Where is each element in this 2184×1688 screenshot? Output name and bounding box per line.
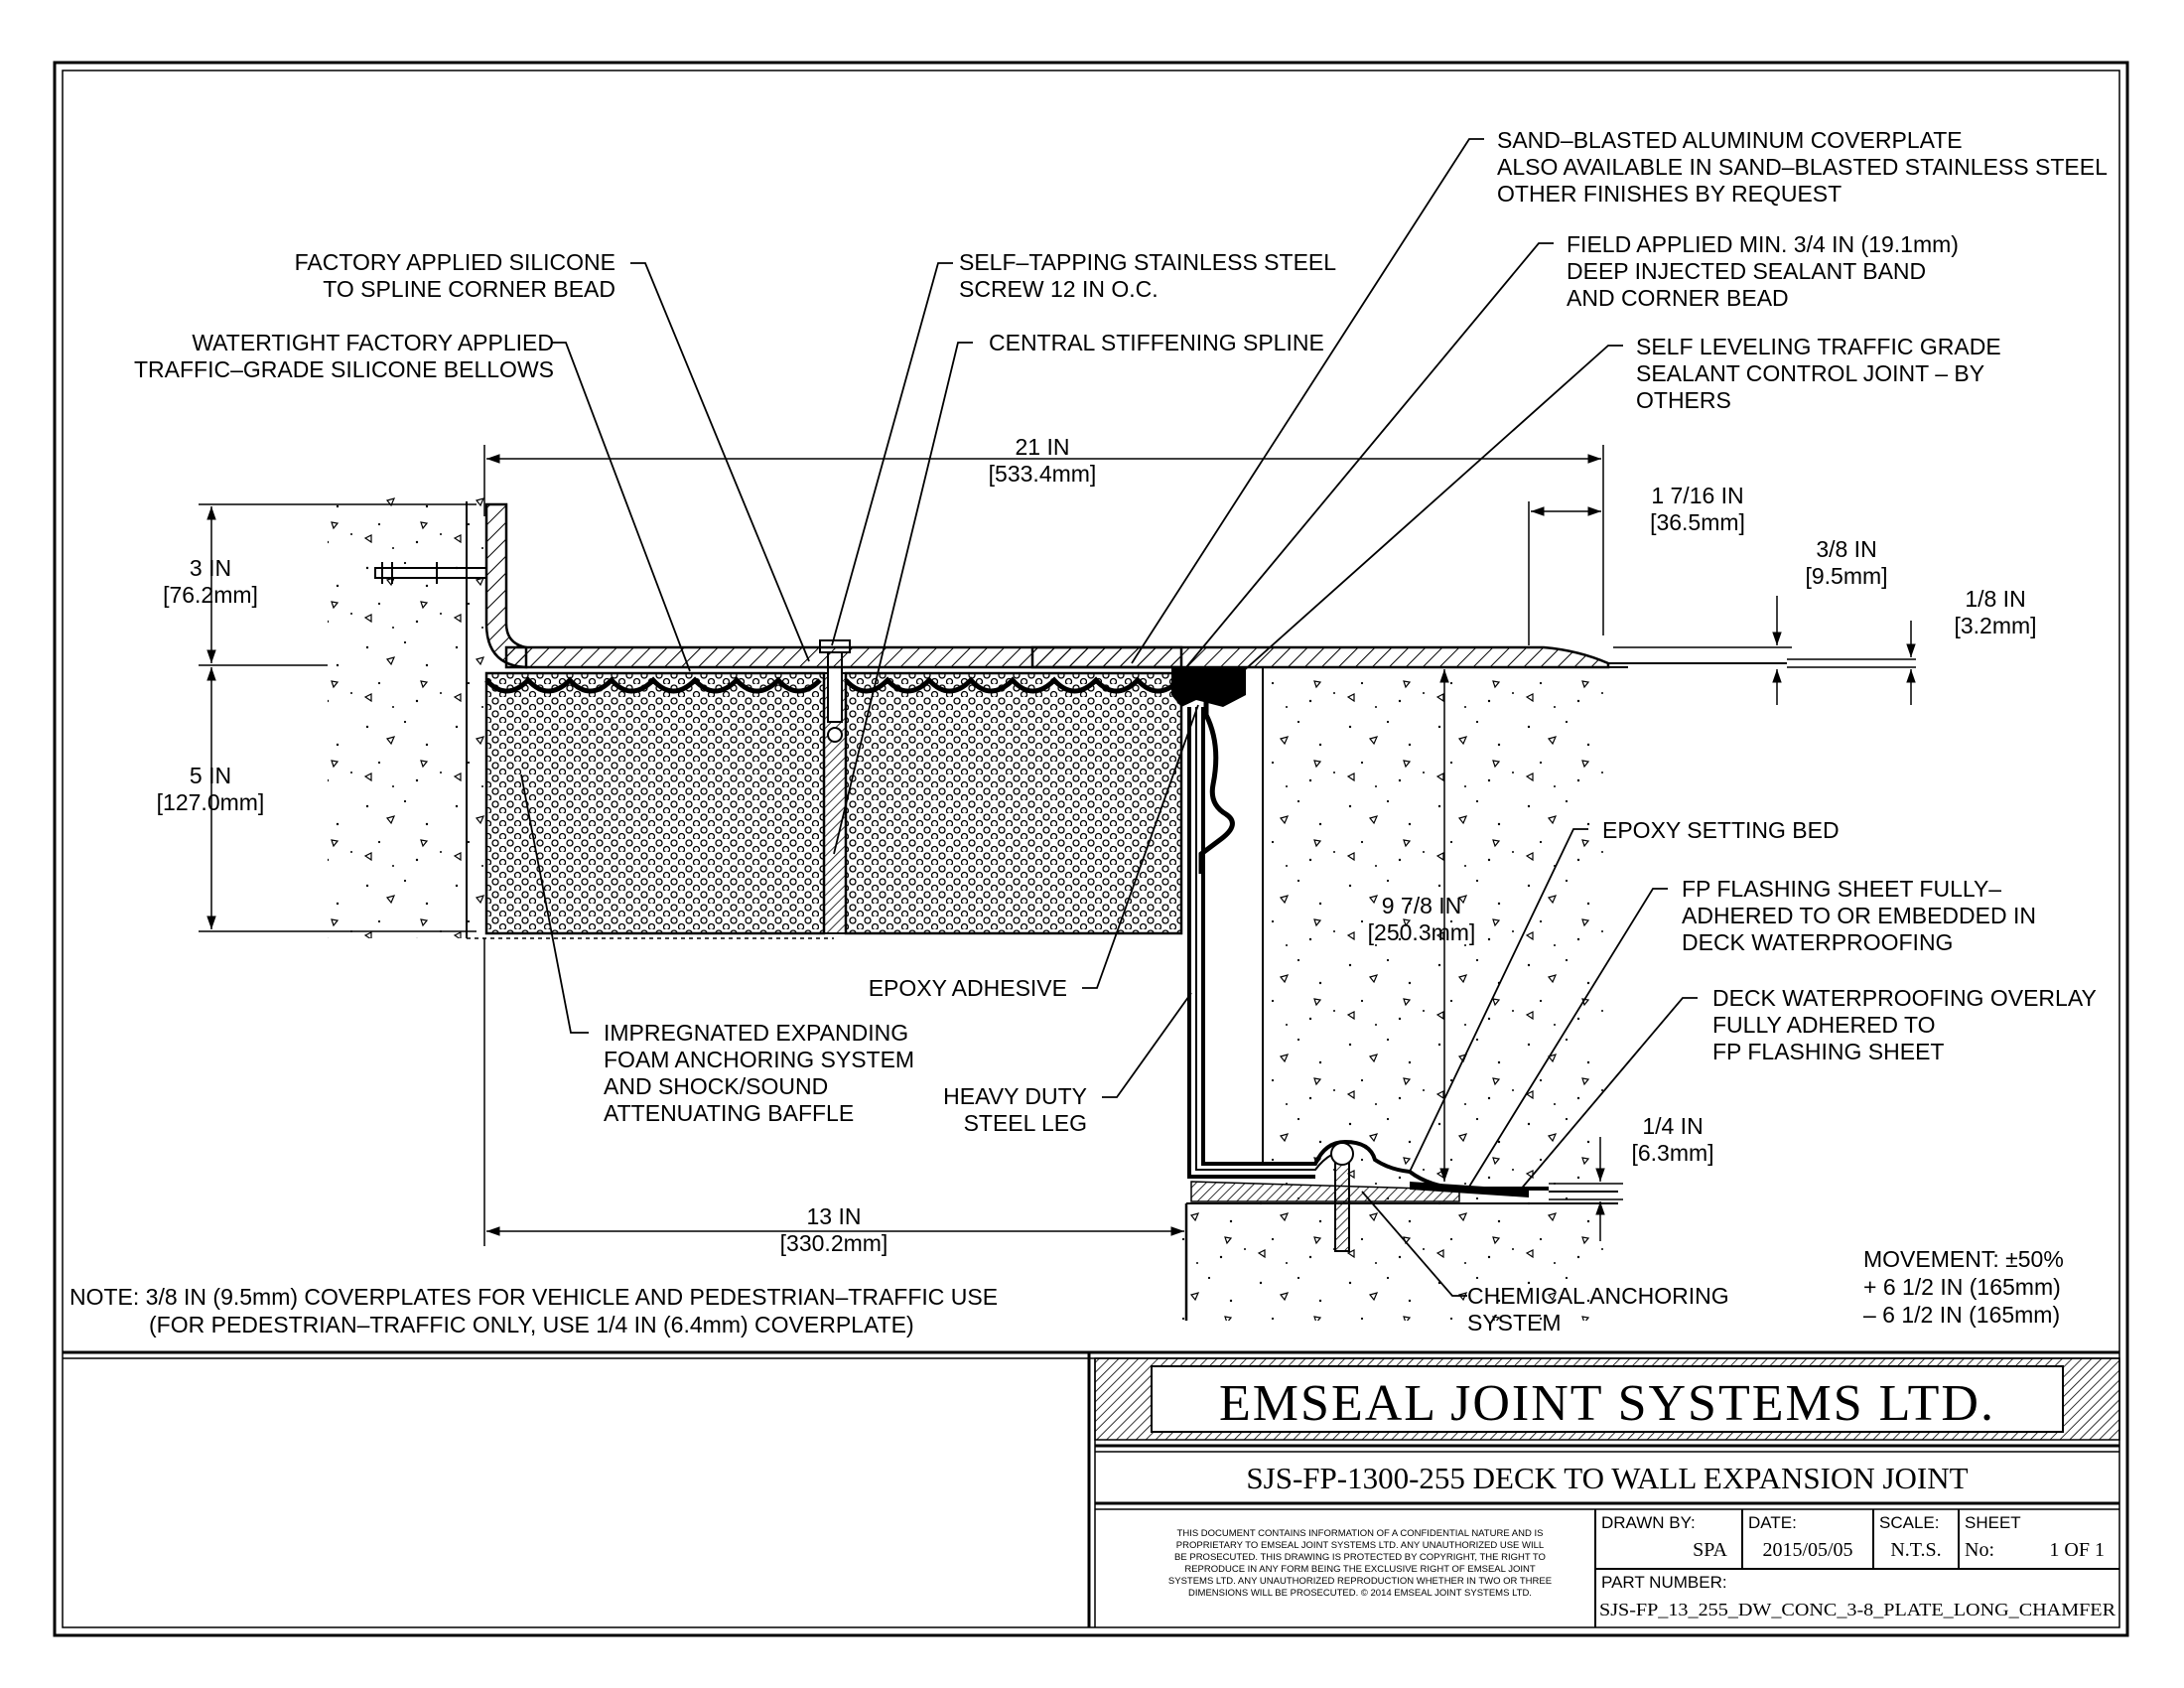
part-number-label: PART NUMBER: [1601, 1573, 1727, 1592]
dim-5-in: 5 IN [190, 763, 231, 788]
date-value: 2015/05/05 [1762, 1539, 1852, 1561]
callout-factory-silicone-2: TO SPLINE CORNER BEAD [323, 276, 615, 302]
svg-text:THIS DOCUMENT CONTAINS INFORMA: THIS DOCUMENT CONTAINS INFORMATION OF A … [1177, 1528, 1544, 1539]
sheet-label: SHEET [1965, 1513, 2021, 1532]
callout-overlay-1: DECK WATERPROOFING OVERLAY [1712, 985, 2097, 1011]
callout-chemical-1: CHEMICAL ANCHORING [1467, 1283, 1729, 1309]
section-detail [328, 492, 1787, 1321]
part-number-value: SJS-FP_13_255_DW_CONC_3-8_PLATE_LONG_CHA… [1599, 1600, 2116, 1619]
callout-sealant-1: FIELD APPLIED MIN. 3/4 IN (19.1mm) [1567, 231, 1959, 257]
anchor-bolt-icon [374, 562, 487, 584]
dim-3-in: 3 IN [190, 555, 231, 581]
heavy-duty-steel-leg [1187, 707, 1315, 1179]
chemical-anchor-icon [1330, 1142, 1354, 1252]
dim-9-7-8-in: 9 7/8 IN [1382, 893, 1462, 918]
date-label: DATE: [1748, 1513, 1797, 1532]
right-wall-concrete [1269, 667, 1608, 1199]
callout-overlay-3: FP FLASHING SHEET [1712, 1039, 1944, 1064]
notes: NOTE: 3/8 IN (9.5mm) COVERPLATES FOR VEH… [69, 1246, 2064, 1337]
callout-labels: SAND–BLASTED ALUMINUM COVERPLATE ALSO AV… [134, 127, 2108, 1336]
coverplate-extension [1030, 645, 1610, 669]
callout-screw-1: SELF–TAPPING STAINLESS STEEL [959, 249, 1336, 275]
callout-foam-3: AND SHOCK/SOUND [604, 1073, 828, 1099]
svg-text:PROPRIETARY TO EMSEAL JOINT SY: PROPRIETARY TO EMSEAL JOINT SYSTEMS LTD.… [1176, 1540, 1544, 1551]
dim-9-7-8-mm: [250.3mm] [1368, 919, 1476, 945]
callout-sealant-3: AND CORNER BEAD [1567, 285, 1789, 311]
callout-factory-silicone-1: FACTORY APPLIED SILICONE [295, 249, 615, 275]
steel-leg-bracket [1198, 685, 1235, 874]
callout-steel-leg-2: STEEL LEG [964, 1110, 1087, 1136]
leader-lines [520, 138, 1698, 1297]
callout-screw-2: SCREW 12 IN O.C. [959, 276, 1159, 302]
foam-block-left [484, 671, 826, 935]
flashing-termination [1410, 1182, 1529, 1197]
svg-text:REPRODUCE IN ANY FORM BEING TH: REPRODUCE IN ANY FORM BEING THE EXCLUSIV… [1184, 1564, 1536, 1575]
callout-self-leveling-2: SEALANT CONTROL JOINT – BY [1636, 360, 1984, 386]
dimension-lines [199, 445, 1916, 1246]
callout-foam-4: ATTENUATING BAFFLE [604, 1100, 854, 1126]
callout-sealant-2: DEEP INJECTED SEALANT BAND [1567, 258, 1926, 284]
dimension-labels: 21 IN [533.4mm] 3 IN [76.2mm] 5 IN [127.… [157, 434, 2037, 1256]
callout-bellows-1: WATERTIGHT FACTORY APPLIED [192, 330, 554, 355]
dim-13-in: 13 IN [807, 1203, 862, 1229]
note-line-2: (FOR PEDESTRIAN–TRAFFIC ONLY, USE 1/4 IN… [149, 1312, 914, 1337]
movement-minus: – 6 1/2 IN (165mm) [1863, 1302, 2060, 1328]
dim-1-8-in: 1/8 IN [1965, 586, 2025, 612]
svg-text:DIMENSIONS WILL BE PROSECUTED.: DIMENSIONS WILL BE PROSECUTED. © 2014 EM… [1188, 1588, 1532, 1599]
callout-chemical-2: SYSTEM [1467, 1310, 1562, 1336]
drawn-by-label: DRAWN BY: [1601, 1513, 1696, 1532]
svg-text:SYSTEMS LTD. ANY UNAUTHORIZED: SYSTEMS LTD. ANY UNAUTHORIZED REPRODUCTI… [1168, 1576, 1552, 1587]
callout-coverplate-1: SAND–BLASTED ALUMINUM COVERPLATE [1497, 127, 1963, 153]
scale-label: SCALE: [1879, 1513, 1939, 1532]
company-name: EMSEAL JOINT SYSTEMS LTD. [1219, 1375, 1995, 1432]
dim-1-8-mm: [3.2mm] [1954, 613, 2036, 638]
dim-21-mm: [533.4mm] [989, 461, 1097, 487]
dim-1-4-mm: [6.3mm] [1631, 1140, 1713, 1166]
legal-notice: THIS DOCUMENT CONTAINS INFORMATION OF A … [1168, 1528, 1552, 1599]
callout-flashing-3: DECK WATERPROOFING [1682, 929, 1953, 955]
movement-title: MOVEMENT: ±50% [1863, 1246, 2064, 1272]
coverplate-vertical-flange [484, 502, 528, 669]
callout-bellows-2: TRAFFIC–GRADE SILICONE BELLOWS [134, 356, 554, 382]
callout-spline: CENTRAL STIFFENING SPLINE [989, 330, 1324, 355]
dim-3-8-mm: [9.5mm] [1805, 563, 1887, 589]
dim-1-7-16-mm: [36.5mm] [1650, 509, 1745, 535]
note-line-1: NOTE: 3/8 IN (9.5mm) COVERPLATES FOR VEH… [69, 1284, 998, 1310]
sheet-border [53, 61, 2129, 1637]
silicone-bellows-right [844, 676, 1181, 694]
callout-epoxy-adhesive: EPOXY ADHESIVE [869, 975, 1067, 1001]
base-concrete [1181, 1201, 1608, 1321]
sheet-no-label: No: [1965, 1539, 1994, 1561]
silicone-bellows-left [484, 676, 822, 694]
dim-1-4-in: 1/4 IN [1642, 1113, 1703, 1139]
callout-overlay-2: FULLY ADHERED TO [1712, 1012, 1936, 1038]
callout-foam-2: FOAM ANCHORING SYSTEM [604, 1047, 914, 1072]
sheet-value: 1 OF 1 [2049, 1539, 2105, 1561]
callout-coverplate-3: OTHER FINISHES BY REQUEST [1497, 181, 1842, 207]
drawn-by-value: SPA [1693, 1539, 1727, 1561]
callout-epoxy-bed: EPOXY SETTING BED [1602, 817, 1840, 843]
dim-3-8-in: 3/8 IN [1816, 536, 1876, 562]
svg-text:BE PROSECUTED. THIS DRAWING IS: BE PROSECUTED. THIS DRAWING IS PROTECTED… [1174, 1552, 1546, 1563]
dim-13-mm: [330.2mm] [780, 1230, 888, 1256]
epoxy-setting-bed [1190, 1181, 1460, 1202]
dim-1-7-16-in: 1 7/16 IN [1651, 483, 1743, 508]
callout-flashing-1: FP FLASHING SHEET FULLY– [1682, 876, 2001, 902]
scale-value: N.T.S. [1890, 1539, 1941, 1561]
drawing-title: SJS-FP-1300-255 DECK TO WALL EXPANSION J… [1246, 1461, 1968, 1495]
callout-foam-1: IMPREGNATED EXPANDING [604, 1020, 908, 1046]
dim-3-mm: [76.2mm] [163, 582, 258, 608]
movement-plus: + 6 1/2 IN (165mm) [1863, 1274, 2061, 1300]
callout-steel-leg-1: HEAVY DUTY [943, 1083, 1087, 1109]
callout-flashing-2: ADHERED TO OR EMBEDDED IN [1682, 903, 2036, 928]
title-block: EMSEAL JOINT SYSTEMS LTD. SJS-FP-1300-25… [63, 1350, 2120, 1627]
left-deck-concrete [328, 492, 486, 938]
callout-self-leveling-3: OTHERS [1636, 387, 1731, 413]
callout-coverplate-2: ALSO AVAILABLE IN SAND–BLASTED STAINLESS… [1497, 154, 2108, 180]
fp-flashing-sheet [1201, 707, 1549, 1191]
callout-self-leveling-1: SELF LEVELING TRAFFIC GRADE [1636, 334, 2001, 359]
dim-21-in: 21 IN [1016, 434, 1070, 460]
dim-5-mm: [127.0mm] [157, 789, 265, 815]
